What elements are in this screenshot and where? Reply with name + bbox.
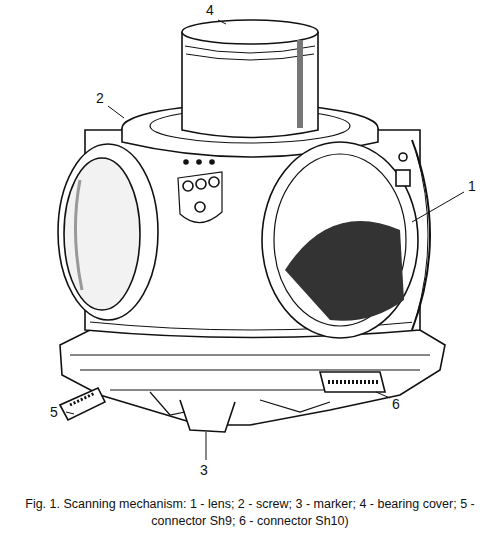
connector-sh10 [320, 372, 385, 392]
lens-shading [285, 221, 404, 321]
dot [210, 160, 214, 164]
side-terminal [396, 170, 410, 186]
marker [180, 400, 235, 432]
bearing-cover-bands [185, 46, 315, 60]
dot [184, 160, 188, 164]
callout-number: 5 [50, 404, 58, 420]
connector-sh9 [60, 388, 105, 420]
leader-line [66, 412, 74, 414]
leader-line [412, 192, 464, 222]
base-plate [60, 330, 445, 425]
connector-pins [70, 393, 95, 405]
lens-rim [262, 142, 418, 338]
hole [195, 202, 205, 212]
figure-caption: Fig. 1. Scanning mechanism: 1 - lens; 2 … [8, 496, 492, 530]
lens-reflection [75, 180, 82, 290]
callout-number: 2 [96, 90, 104, 106]
leader-line [108, 106, 124, 118]
callout-number: 6 [392, 396, 400, 412]
hole [209, 177, 219, 187]
bearing-shade [297, 40, 303, 128]
callout-number: 3 [200, 462, 208, 478]
leader-line [376, 392, 390, 398]
bearing-cover [182, 32, 318, 138]
left-lens-rim [58, 144, 158, 320]
left-lens [64, 158, 140, 310]
base-brackets [150, 392, 330, 415]
lens [274, 154, 406, 326]
dot [197, 160, 201, 164]
callout-number: 4 [206, 2, 214, 18]
leader-line [218, 20, 226, 24]
connector-pins [328, 380, 378, 384]
side-screw [399, 153, 407, 161]
hole [183, 181, 193, 191]
hole-plate [178, 172, 222, 223]
callout-number: 1 [468, 178, 476, 194]
leader-line [206, 432, 207, 460]
hole [196, 179, 206, 189]
